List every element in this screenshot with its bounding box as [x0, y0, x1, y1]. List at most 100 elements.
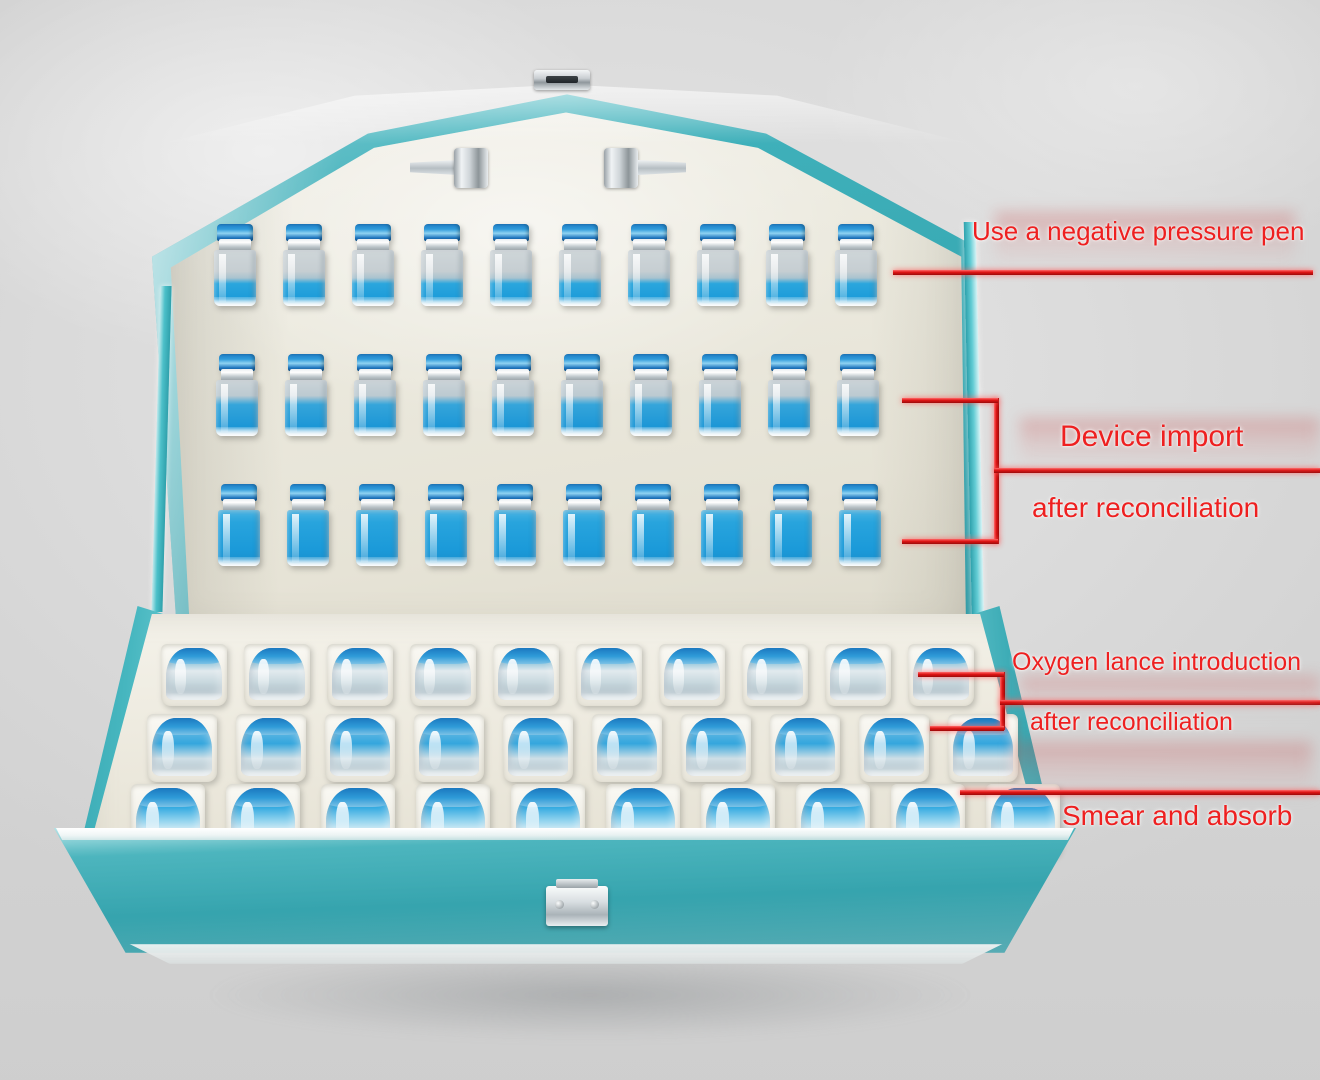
vial[interactable]	[236, 714, 306, 782]
vial[interactable]	[352, 354, 398, 436]
vial-body	[835, 250, 877, 306]
vial-cap-icon	[635, 484, 671, 501]
annotation-device-import[interactable]: Device import	[1060, 420, 1244, 453]
vial-cap-icon	[566, 484, 602, 501]
vial[interactable]	[147, 714, 217, 782]
vial[interactable]	[214, 354, 260, 436]
vial[interactable]	[659, 644, 725, 706]
vial[interactable]	[948, 714, 1018, 782]
vial[interactable]	[681, 714, 751, 782]
vial[interactable]	[354, 484, 400, 566]
vial[interactable]	[490, 354, 536, 436]
vial[interactable]	[421, 354, 467, 436]
vial[interactable]	[833, 224, 879, 306]
tool-barrel-icon	[604, 148, 638, 188]
vial-cap-icon	[493, 224, 529, 241]
tray-vial-row-1	[161, 644, 974, 706]
vial[interactable]	[493, 644, 559, 706]
vial-collar-icon	[430, 499, 462, 512]
vial[interactable]	[488, 224, 534, 306]
annotation-connector-4	[960, 790, 1320, 795]
annotation-oxygen-lance-sub[interactable]: after reconciliation	[1030, 708, 1233, 736]
vial[interactable]	[350, 224, 396, 306]
vial-cap-icon	[290, 484, 326, 501]
vial[interactable]	[161, 644, 227, 706]
vial[interactable]	[419, 224, 465, 306]
vial[interactable]	[244, 644, 310, 706]
annotation-negative-pressure-pen[interactable]: Use a negative pressure pen	[972, 216, 1305, 246]
vial[interactable]	[837, 484, 883, 566]
vial[interactable]	[561, 484, 607, 566]
vial[interactable]	[626, 224, 672, 306]
vial[interactable]	[285, 484, 331, 566]
vial[interactable]	[764, 224, 810, 306]
vial[interactable]	[283, 354, 329, 436]
vial[interactable]	[557, 224, 603, 306]
vial-body	[628, 250, 670, 306]
vial[interactable]	[503, 714, 573, 782]
vial-body	[581, 648, 637, 700]
vial-body	[747, 648, 803, 700]
vial[interactable]	[592, 714, 662, 782]
vial[interactable]	[414, 714, 484, 782]
vial[interactable]	[212, 224, 258, 306]
vial[interactable]	[699, 484, 745, 566]
vial-collar-icon	[704, 369, 736, 382]
vial-cap-icon	[288, 354, 324, 371]
vial-body	[330, 718, 390, 776]
vial-body	[494, 510, 536, 566]
vial-body	[419, 718, 479, 776]
tool-tip-icon	[638, 160, 686, 175]
vial[interactable]	[742, 644, 808, 706]
vial-body	[283, 250, 325, 306]
vial-cap-icon	[428, 484, 464, 501]
vial[interactable]	[697, 354, 743, 436]
vial[interactable]	[766, 354, 812, 436]
vial[interactable]	[825, 644, 891, 706]
vial-collar-icon	[635, 369, 667, 382]
annotation-oxygen-lance[interactable]: Oxygen lance introduction	[1012, 648, 1302, 676]
vial[interactable]	[859, 714, 929, 782]
lid-tool-clip-right	[604, 148, 722, 188]
case-front-latch[interactable]	[546, 879, 608, 926]
lid-vial-row-3	[216, 484, 883, 566]
vial-cap-icon	[355, 224, 391, 241]
vial[interactable]	[835, 354, 881, 436]
vial[interactable]	[492, 484, 538, 566]
case-lid	[151, 72, 985, 632]
vial[interactable]	[559, 354, 605, 436]
vial-body	[775, 718, 835, 776]
vial-collar-icon	[842, 369, 874, 382]
vial[interactable]	[423, 484, 469, 566]
vial-body	[766, 250, 808, 306]
annotation-smear-and-absorb[interactable]: Smear and absorb	[1062, 800, 1293, 831]
vial[interactable]	[576, 644, 642, 706]
vial-cap-icon	[773, 484, 809, 501]
vial[interactable]	[327, 644, 393, 706]
vial-body	[415, 648, 471, 700]
vial[interactable]	[768, 484, 814, 566]
vial-collar-icon	[359, 369, 391, 382]
vial[interactable]	[216, 484, 262, 566]
vial[interactable]	[281, 224, 327, 306]
vial[interactable]	[695, 224, 741, 306]
vial-cap-icon	[424, 224, 460, 241]
vial-collar-icon	[428, 369, 460, 382]
vial[interactable]	[628, 354, 674, 436]
vial-body	[332, 648, 388, 700]
vial-collar-icon	[288, 239, 320, 252]
vial-cap-icon	[497, 484, 533, 501]
case-top-clasp[interactable]	[534, 70, 590, 90]
vial[interactable]	[325, 714, 395, 782]
vial-cap-icon	[842, 484, 878, 501]
annotation-device-import-sub[interactable]: after reconciliation	[1032, 492, 1260, 523]
vial[interactable]	[410, 644, 476, 706]
vial-body	[492, 380, 534, 436]
vial[interactable]	[630, 484, 676, 566]
vial-collar-icon	[775, 499, 807, 512]
lid-vial-row-2	[214, 354, 881, 436]
vial-cap-icon	[217, 224, 253, 241]
vial-body	[287, 510, 329, 566]
case-tray	[38, 596, 1093, 996]
vial[interactable]	[770, 714, 840, 782]
